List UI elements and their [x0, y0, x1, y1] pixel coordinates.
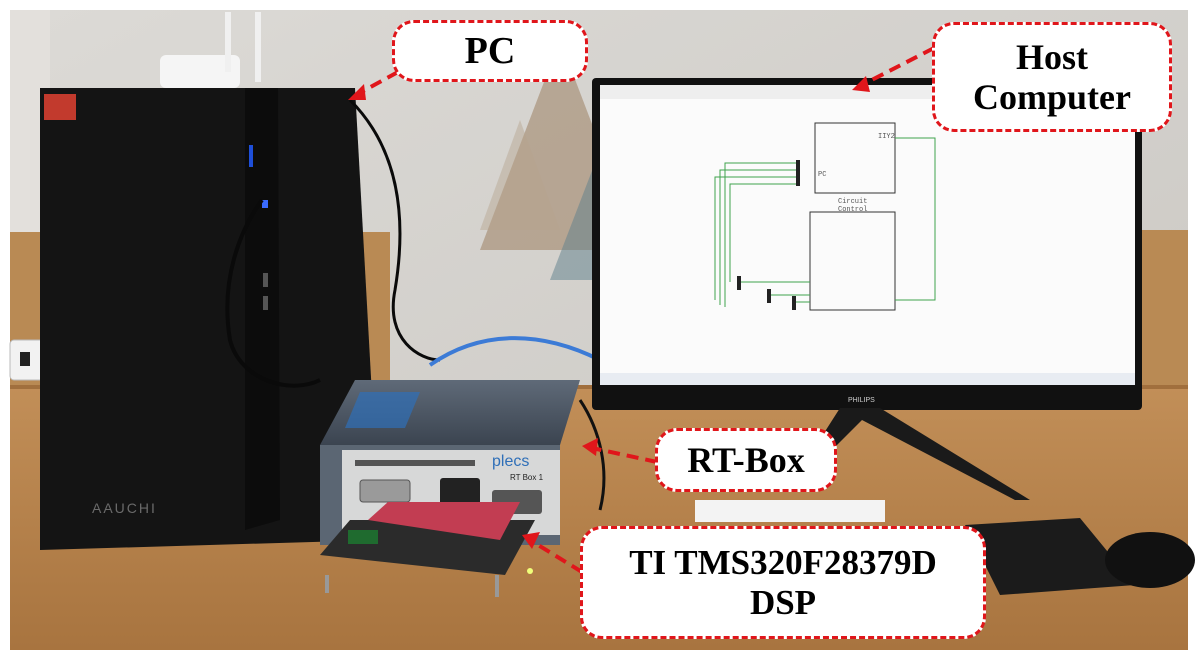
dsp-standoff-2 [495, 575, 499, 597]
rtbox-model: RT Box 1 [510, 473, 544, 482]
pc-tower [40, 88, 380, 550]
pc-power-cable [348, 98, 441, 362]
mouse-pad-white [695, 500, 885, 522]
dsp-green-board [348, 530, 378, 544]
pc-usb-port-2 [263, 296, 268, 310]
pc-blue-led-1 [249, 145, 253, 167]
rtbox-callout-label: RT-Box [687, 439, 805, 480]
dsp-callout-line2: DSP [749, 582, 817, 622]
monitor-brand: PHILIPS [848, 397, 875, 404]
screen-block-label-1: Circuit [838, 198, 867, 206]
host-callout-line2: Computer [973, 77, 1131, 117]
wall-triangle-tan [480, 120, 560, 230]
screen-block-circuit [814, 122, 896, 194]
host-callout-line1: Host [1016, 36, 1088, 77]
screen-block-control [809, 211, 896, 311]
rtbox-callout: RT-Box [655, 428, 837, 492]
monitor-stand [808, 408, 1030, 500]
pc-callout: PC [392, 20, 588, 82]
screen-taskbar [600, 373, 1135, 385]
rtbox-connector-1 [359, 479, 411, 503]
router-antenna-2 [255, 12, 261, 82]
power-plug [20, 352, 30, 366]
rtbox-top-logo [345, 392, 420, 428]
dsp-launchpad-board [368, 502, 520, 540]
screen-demux-3 [792, 296, 796, 310]
mouse [1105, 532, 1195, 588]
screen-wires [714, 137, 936, 307]
pc-brand-logo: AAUCHI [92, 500, 157, 516]
screen-block-label-2: Control [838, 206, 867, 214]
screen-mux [796, 160, 800, 186]
pc-blue-led-2 [262, 200, 268, 208]
pc-callout-label: PC [464, 29, 516, 72]
pc-front-strip [245, 88, 280, 530]
rtbox-vent [355, 460, 475, 466]
router-on-pc [160, 55, 240, 88]
screen-demux-1 [737, 276, 741, 290]
keyboard [965, 518, 1135, 595]
dsp-led [527, 568, 533, 574]
rtbox-brand: plecs [492, 453, 529, 470]
pc-cable [225, 198, 321, 388]
screen-demux-2 [767, 289, 771, 303]
pc-usb-port-1 [263, 273, 268, 287]
pc-sticker [44, 94, 76, 120]
screen-port-label-2: IIY2 [878, 133, 895, 141]
ethernet-cable [428, 336, 601, 367]
host-computer-callout: Host Computer [932, 22, 1172, 132]
dsp-callout-line1: TI TMS320F28379D [629, 543, 937, 583]
dsp-callout: TI TMS320F28379D DSP [580, 526, 986, 639]
screen-port-label: PC [818, 171, 826, 179]
monitor-screen [600, 85, 1135, 385]
router-antenna-1 [225, 12, 231, 72]
dsp-standoff-1 [325, 575, 329, 593]
